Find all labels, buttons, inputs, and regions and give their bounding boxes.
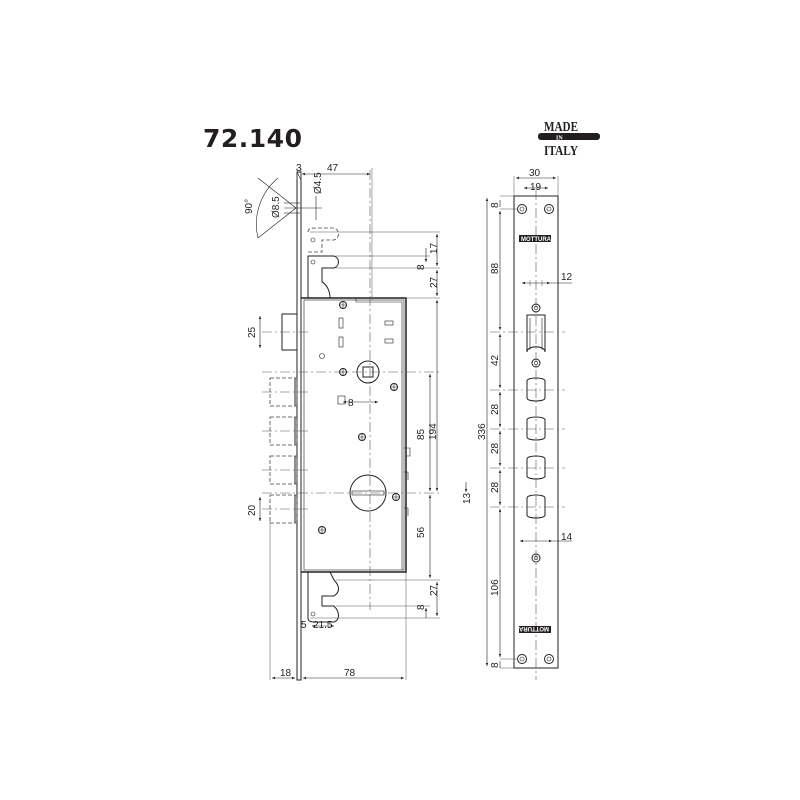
svg-text:28: 28 — [490, 403, 501, 415]
svg-text:28: 28 — [490, 442, 501, 454]
svg-text:47: 47 — [327, 163, 339, 174]
svg-text:12: 12 — [561, 272, 573, 283]
svg-text:5: 5 — [301, 620, 307, 631]
svg-text:MOTTURA: MOTTURA — [521, 237, 552, 243]
svg-text:88: 88 — [490, 262, 501, 274]
svg-text:28: 28 — [490, 481, 501, 493]
svg-text:Ø4.5: Ø4.5 — [313, 172, 324, 194]
svg-text:8: 8 — [416, 264, 427, 270]
faceplate — [296, 171, 302, 681]
screw-icons — [318, 301, 400, 534]
svg-text:13: 13 — [462, 492, 473, 504]
svg-text:ITALY: ITALY — [544, 144, 578, 159]
svg-text:336: 336 — [477, 423, 488, 440]
svg-text:42: 42 — [490, 354, 501, 366]
svg-text:17: 17 — [429, 242, 440, 254]
svg-text:3: 3 — [296, 163, 302, 174]
svg-text:106: 106 — [490, 579, 501, 596]
bolt-holes — [526, 377, 546, 519]
brand-label-bottom — [519, 626, 551, 633]
svg-text:19: 19 — [530, 182, 542, 193]
svg-text:8: 8 — [348, 398, 354, 409]
latch-slot — [526, 314, 546, 353]
brand-label-top — [519, 235, 551, 242]
svg-text:90°: 90° — [244, 199, 255, 214]
svg-text:30: 30 — [529, 168, 541, 179]
model-number-title: 72.140 — [203, 124, 303, 153]
svg-text:18: 18 — [280, 668, 292, 679]
svg-text:8: 8 — [490, 202, 501, 208]
svg-text:IN: IN — [556, 136, 563, 142]
svg-text:78: 78 — [344, 668, 356, 679]
svg-text:56: 56 — [416, 526, 427, 538]
screw-hole-icons — [517, 204, 554, 664]
svg-text:MADE: MADE — [544, 120, 578, 135]
lock-body-view: 3 47 90° Ø8.5 Ø4.5 17 8 27 25 8 85 194 1… — [244, 163, 473, 681]
svg-text:8: 8 — [416, 604, 427, 610]
svg-text:27: 27 — [429, 276, 440, 288]
svg-text:27: 27 — [429, 584, 440, 596]
svg-text:194: 194 — [428, 423, 439, 440]
svg-text:20: 20 — [247, 504, 258, 516]
made-in-italy-badge: MADE IN ITALY — [538, 120, 600, 159]
lock-case — [301, 297, 407, 573]
cylinder-hole — [349, 474, 387, 512]
strike-plate-view: MOTTURA MOTTURA — [477, 168, 573, 680]
svg-text:14: 14 — [561, 532, 573, 543]
svg-text:Ø8.5: Ø8.5 — [271, 196, 282, 218]
svg-text:21.5: 21.5 — [313, 620, 333, 631]
svg-text:MOTTURA: MOTTURA — [518, 625, 549, 631]
svg-text:25: 25 — [247, 326, 258, 338]
svg-text:8: 8 — [490, 662, 501, 668]
svg-text:85: 85 — [416, 428, 427, 440]
